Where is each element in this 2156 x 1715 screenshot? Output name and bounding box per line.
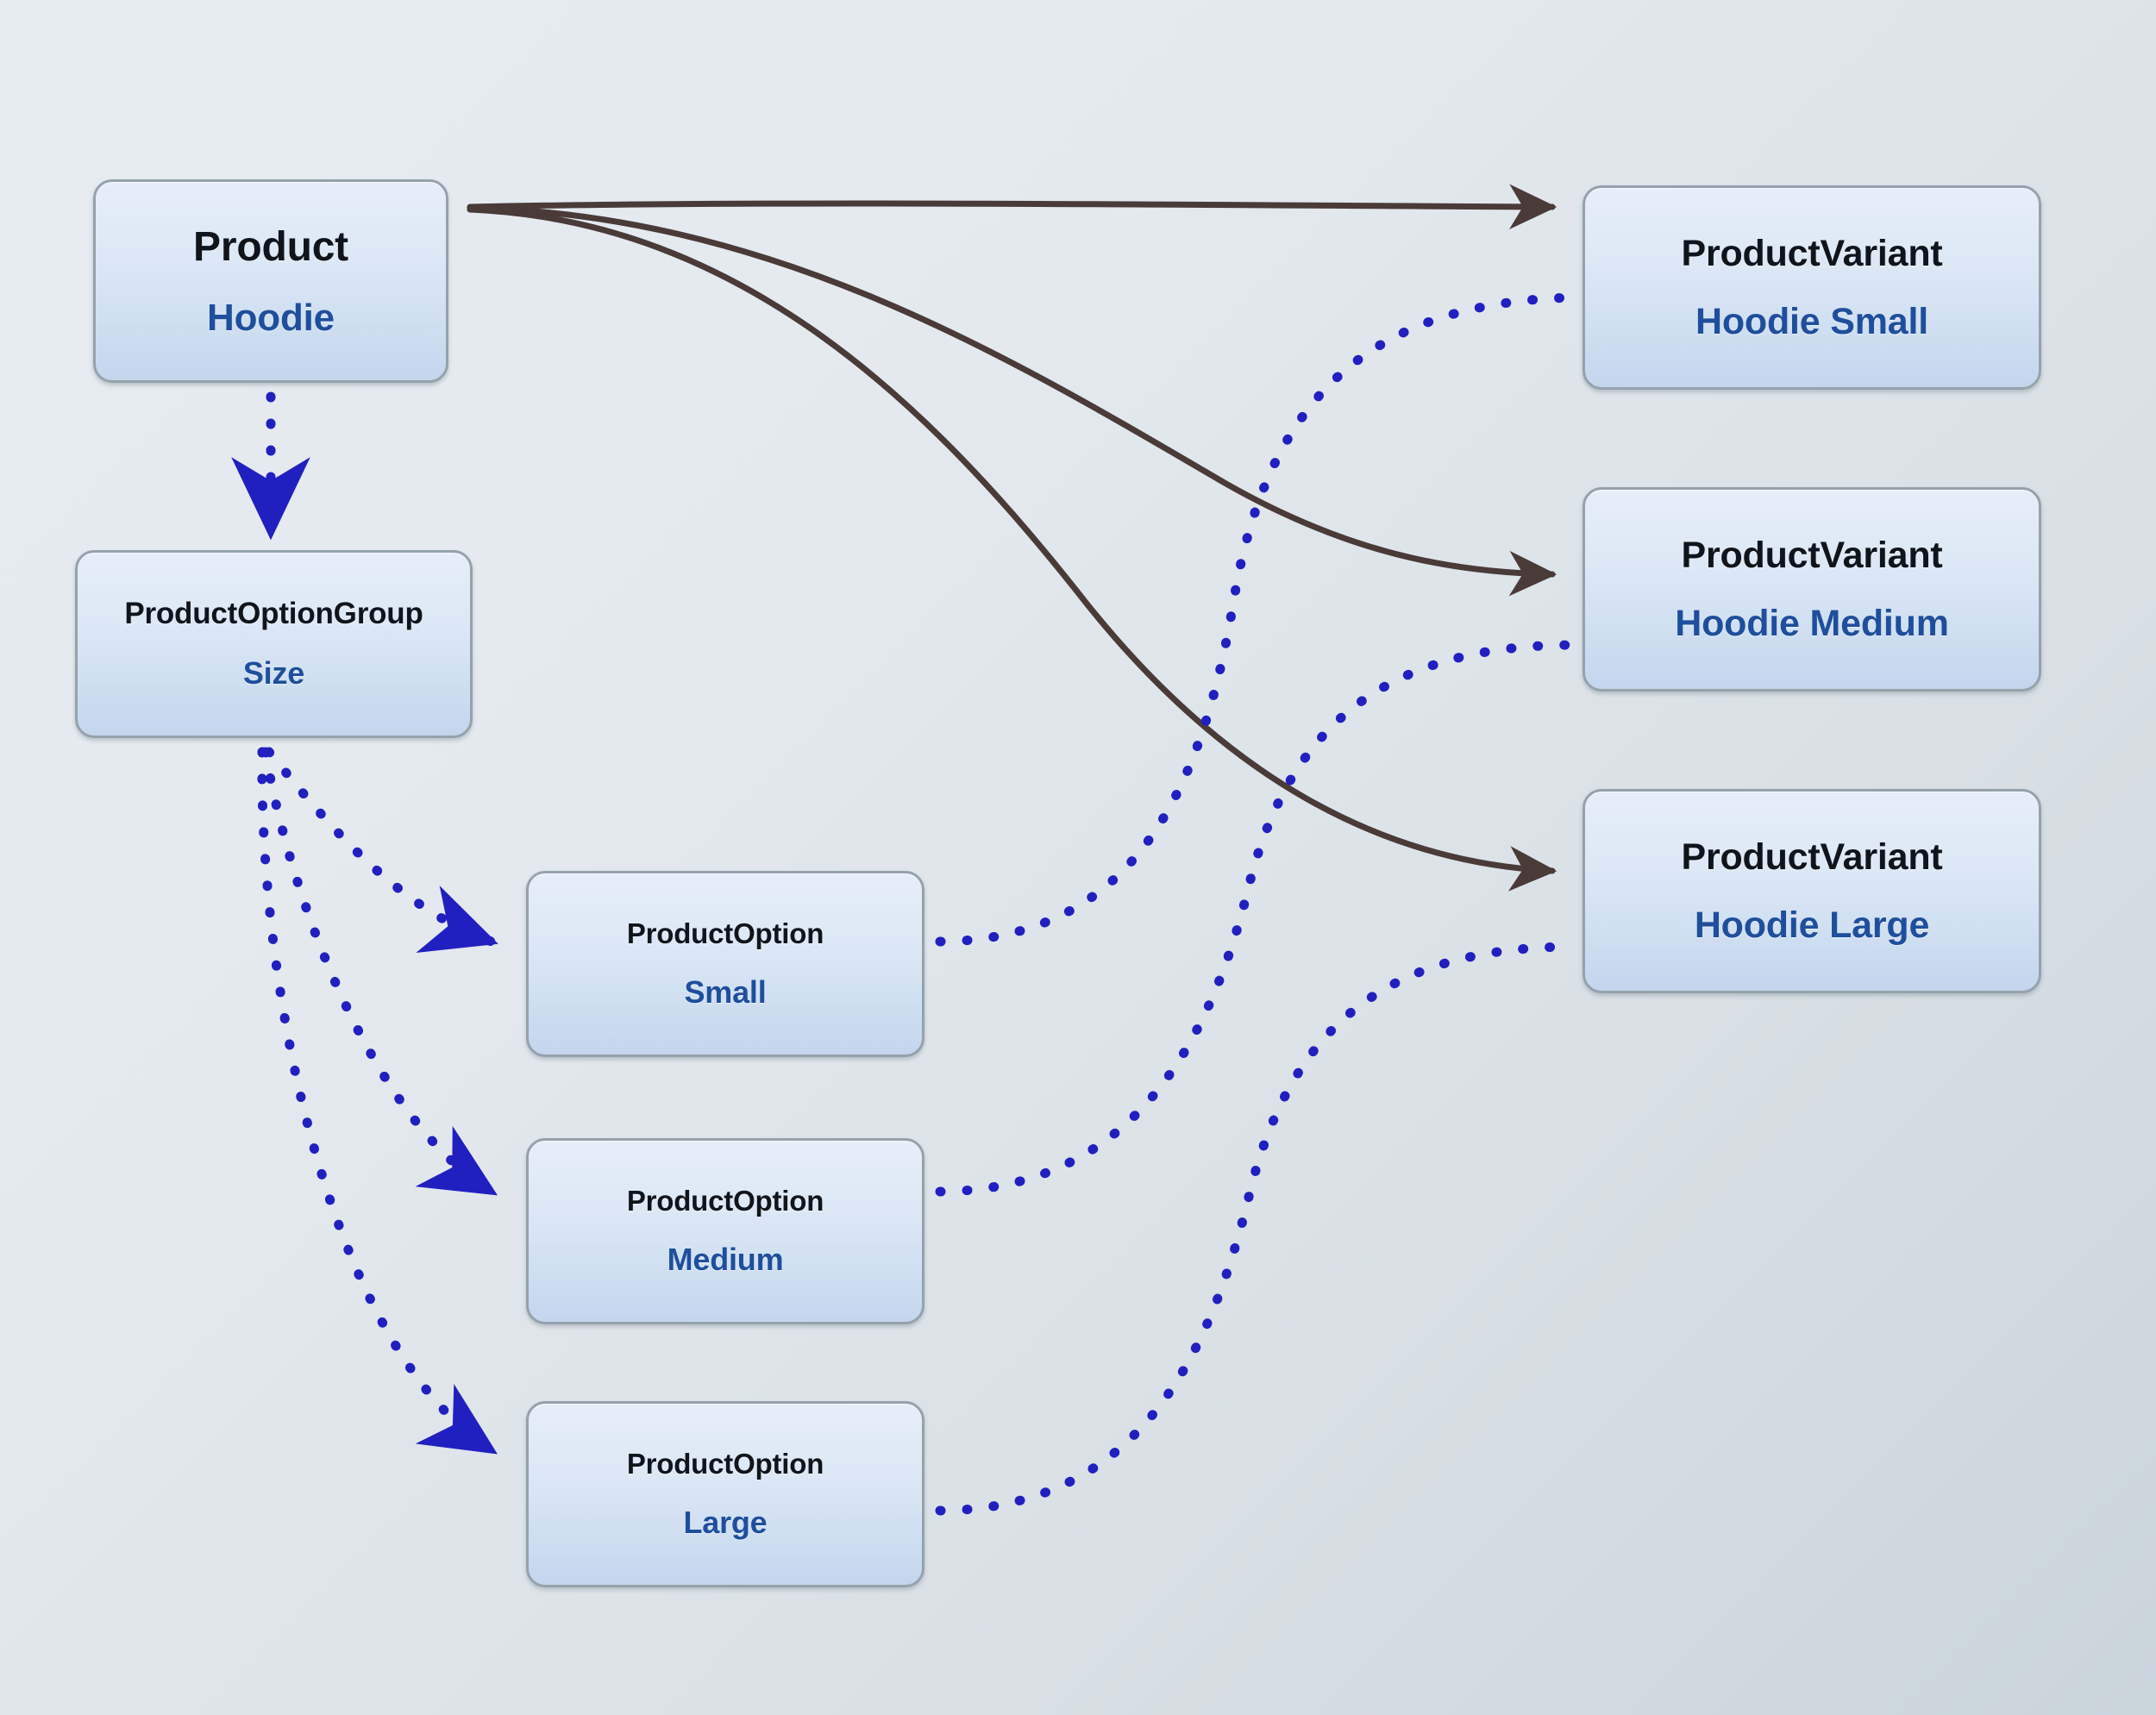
node-variant-large-type: ProductVariant	[1681, 836, 1943, 878]
node-variant-hoodie-medium[interactable]: ProductVariant Hoodie Medium	[1583, 487, 2041, 692]
node-variant-large-name: Hoodie Large	[1694, 904, 1930, 946]
node-product[interactable]: Product Hoodie	[93, 179, 448, 383]
node-option-small[interactable]: ProductOption Small	[526, 871, 924, 1057]
edge-group-to-option-small	[264, 747, 498, 953]
node-variant-hoodie-small[interactable]: ProductVariant Hoodie Small	[1583, 185, 2041, 390]
node-variant-small-type: ProductVariant	[1681, 232, 1943, 274]
edge-product-to-variant-small	[467, 184, 1557, 229]
edge-group-to-option-large	[257, 747, 498, 1455]
edge-product-to-variant-medium	[467, 204, 1557, 597]
node-product-name: Hoodie	[207, 296, 335, 339]
node-variant-hoodie-large[interactable]: ProductVariant Hoodie Large	[1583, 789, 2041, 993]
node-option-medium-type: ProductOption	[626, 1185, 824, 1217]
node-variant-medium-name: Hoodie Medium	[1675, 602, 1949, 644]
edge-product-to-variant-large	[467, 206, 1557, 892]
node-option-large-type: ProductOption	[626, 1448, 824, 1480]
edge-option-large-to-variant-large	[935, 942, 1580, 1516]
node-option-small-name: Small	[684, 974, 767, 1010]
node-option-group-type: ProductOptionGroup	[124, 597, 423, 630]
node-option-small-type: ProductOption	[626, 917, 824, 949]
edge-group-to-option-medium	[260, 747, 498, 1197]
node-option-large[interactable]: ProductOption Large	[526, 1401, 924, 1587]
node-variant-small-name: Hoodie Small	[1695, 300, 1928, 342]
node-product-type: Product	[193, 223, 348, 270]
node-option-medium-name: Medium	[667, 1242, 784, 1277]
node-variant-medium-type: ProductVariant	[1681, 534, 1943, 576]
node-option-group-name: Size	[242, 655, 305, 691]
node-product-option-group[interactable]: ProductOptionGroup Size	[75, 550, 473, 738]
node-option-large-name: Large	[683, 1505, 768, 1540]
node-option-medium[interactable]: ProductOption Medium	[526, 1138, 924, 1324]
edge-option-small-to-variant-small	[935, 292, 1580, 947]
edge-option-medium-to-variant-medium	[935, 640, 1580, 1197]
